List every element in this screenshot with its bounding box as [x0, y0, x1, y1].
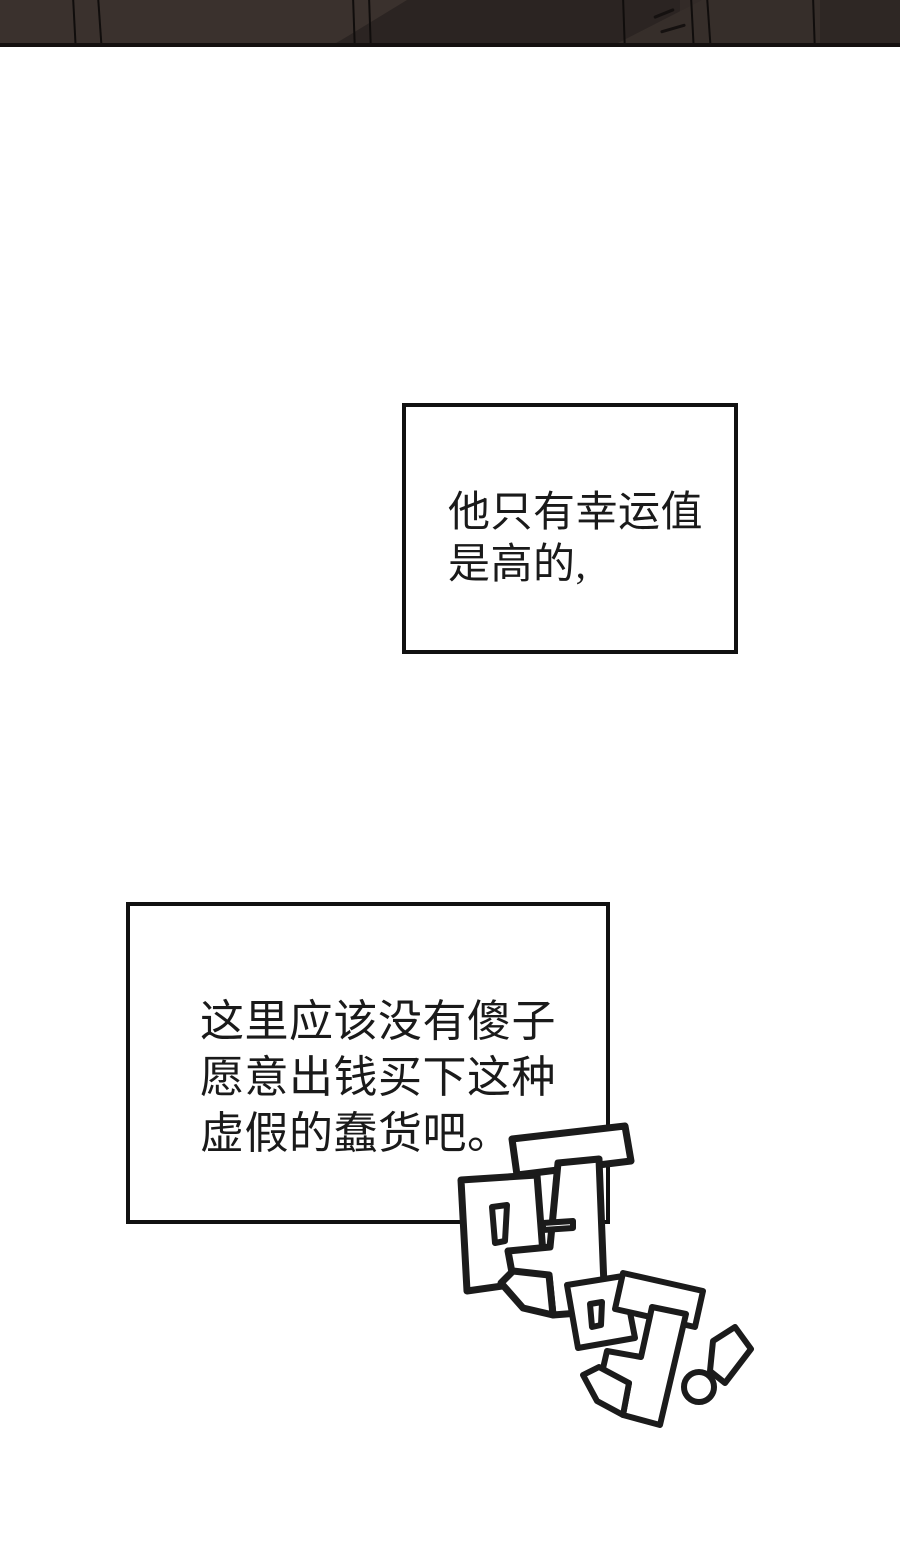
- narration-box-1: 他只有幸运值 是高的,: [402, 403, 738, 654]
- sfx-exclamation-mark: [681, 1324, 754, 1405]
- dark-scene-strip: [0, 0, 900, 47]
- sfx-char-2-kou-radical: [564, 1273, 638, 1351]
- strip-shade-far-right: [820, 0, 900, 47]
- narration-box-1-text: 他只有幸运值 是高的,: [448, 490, 704, 588]
- narration-box-2-text: 这里应该没有傻子 愿意出钱买下这种 虚假的蠢货吧。: [200, 997, 556, 1158]
- strip-base-line: [0, 43, 900, 47]
- sfx-char-2-ding-radical: [580, 1270, 706, 1428]
- narration-box-2: 这里应该没有傻子 愿意出钱买下这种 虚假的蠢货吧。: [126, 902, 610, 1224]
